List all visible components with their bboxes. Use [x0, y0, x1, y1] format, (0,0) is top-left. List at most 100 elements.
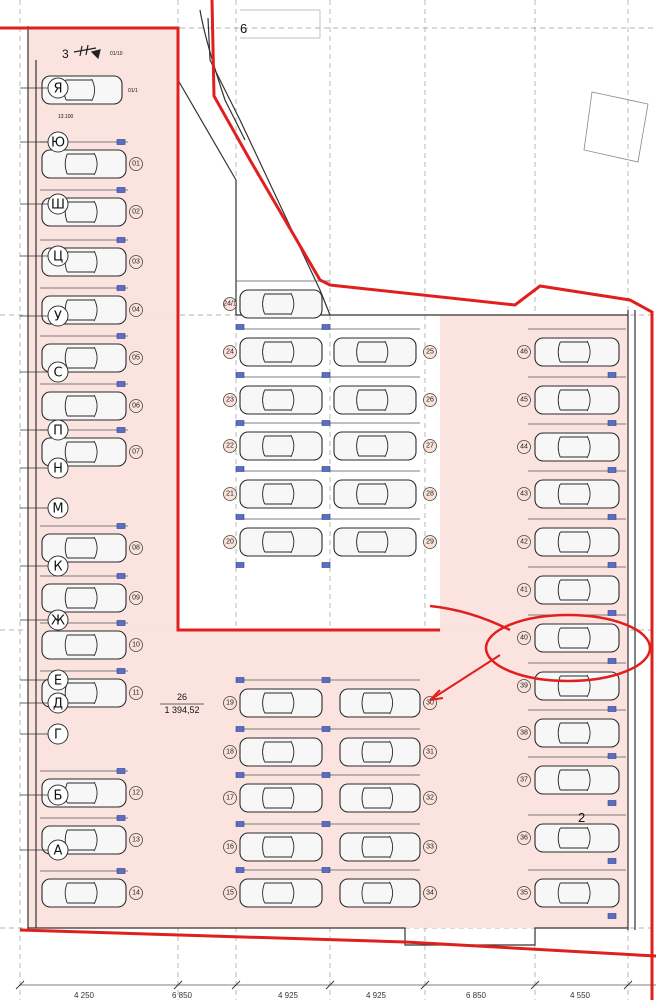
axis-letter: Н [20, 457, 69, 479]
column-marker [116, 237, 126, 243]
spot-number: 03 [129, 255, 143, 269]
car [239, 431, 323, 461]
svg-text:22: 22 [226, 443, 234, 450]
dimension-label: 4 250 [74, 991, 95, 1000]
column-marker [116, 868, 126, 874]
svg-text:16: 16 [226, 844, 234, 851]
corner-label-6: 6 [240, 21, 247, 36]
entry-code: 01/1 [128, 88, 138, 94]
axis-letter: Ц [20, 245, 69, 267]
column-marker [235, 372, 245, 378]
spot-number: 15 [223, 886, 237, 900]
svg-text:У: У [54, 310, 62, 325]
column-marker [321, 514, 331, 520]
svg-text:А: А [54, 844, 63, 859]
car [239, 783, 323, 813]
car [239, 385, 323, 415]
spot-numbers: 010203040506070809101112131424/124232221… [129, 157, 531, 900]
svg-text:М: М [52, 502, 63, 517]
column-marker [235, 726, 245, 732]
highlight-ellipse [484, 613, 652, 683]
svg-text:01: 01 [132, 161, 140, 168]
svg-text:03: 03 [132, 259, 140, 266]
spot-number: 37 [517, 773, 531, 787]
car [339, 783, 421, 813]
svg-text:21: 21 [226, 491, 234, 498]
spot-number: 31 [423, 745, 437, 759]
column-marker [607, 858, 617, 864]
svg-text:08: 08 [132, 545, 140, 552]
spot-number: 41 [517, 583, 531, 597]
svg-text:04: 04 [132, 307, 140, 314]
car [239, 337, 323, 367]
axis-letter: М [20, 497, 69, 519]
spot-number: 01 [129, 157, 143, 171]
spot-number: 43 [517, 487, 531, 501]
car [339, 878, 421, 908]
svg-text:29: 29 [426, 539, 434, 546]
svg-text:41: 41 [520, 587, 528, 594]
svg-text:24: 24 [226, 349, 234, 356]
column-marker [321, 372, 331, 378]
svg-text:38: 38 [520, 730, 528, 737]
car [534, 575, 620, 605]
spot-number: 11 [129, 686, 143, 700]
axis-letter: Ш [20, 193, 69, 215]
column-marker [607, 800, 617, 806]
spot-number: 13 [129, 833, 143, 847]
column-marker [116, 187, 126, 193]
car [534, 823, 620, 853]
car [339, 737, 421, 767]
axis-letter: К [20, 555, 69, 577]
highlight-annotation [429, 604, 652, 701]
car [534, 432, 620, 462]
column-marker [116, 573, 126, 579]
column-marker [235, 677, 245, 683]
svg-text:06: 06 [132, 403, 140, 410]
cars [41, 75, 620, 908]
spot-number: 21 [223, 487, 237, 501]
spot-number: 34 [423, 886, 437, 900]
spot-number: 16 [223, 840, 237, 854]
svg-text:Ш: Ш [51, 198, 65, 213]
column-marker [116, 381, 126, 387]
dimension-label: 4 550 [570, 991, 591, 1000]
column-marker [607, 420, 617, 426]
spot-number: 20 [223, 535, 237, 549]
spot-number: 32 [423, 791, 437, 805]
column-marker [321, 867, 331, 873]
svg-text:13: 13 [132, 837, 140, 844]
svg-text:09: 09 [132, 595, 140, 602]
spot-number: 45 [517, 393, 531, 407]
svg-text:25: 25 [426, 349, 434, 356]
column-marker [235, 562, 245, 568]
car [333, 337, 417, 367]
highlight-swoosh [429, 604, 511, 632]
axis-letter: Д [20, 692, 69, 714]
spot-number: 06 [129, 399, 143, 413]
spot-number: 09 [129, 591, 143, 605]
car [534, 878, 620, 908]
svg-text:11: 11 [132, 690, 139, 697]
spot-number: 12 [129, 786, 143, 800]
column-marker [607, 753, 617, 759]
svg-text:П: П [53, 424, 63, 439]
svg-text:20: 20 [226, 539, 234, 546]
svg-text:Б: Б [54, 789, 63, 804]
svg-text:18: 18 [226, 749, 234, 756]
spot-number: 42 [517, 535, 531, 549]
area-value: 1 394,52 [164, 705, 199, 715]
svg-text:С: С [53, 366, 62, 381]
svg-text:31: 31 [426, 749, 434, 756]
car [339, 832, 421, 862]
column-marker [235, 420, 245, 426]
zone-label-2: 2 [578, 810, 585, 825]
axis-letter: Я [20, 77, 69, 99]
spot-number: 38 [517, 726, 531, 740]
column-marker [116, 668, 126, 674]
svg-text:39: 39 [520, 683, 528, 690]
column-marker [116, 768, 126, 774]
spot-number: 44 [517, 440, 531, 454]
column-marker [607, 514, 617, 520]
